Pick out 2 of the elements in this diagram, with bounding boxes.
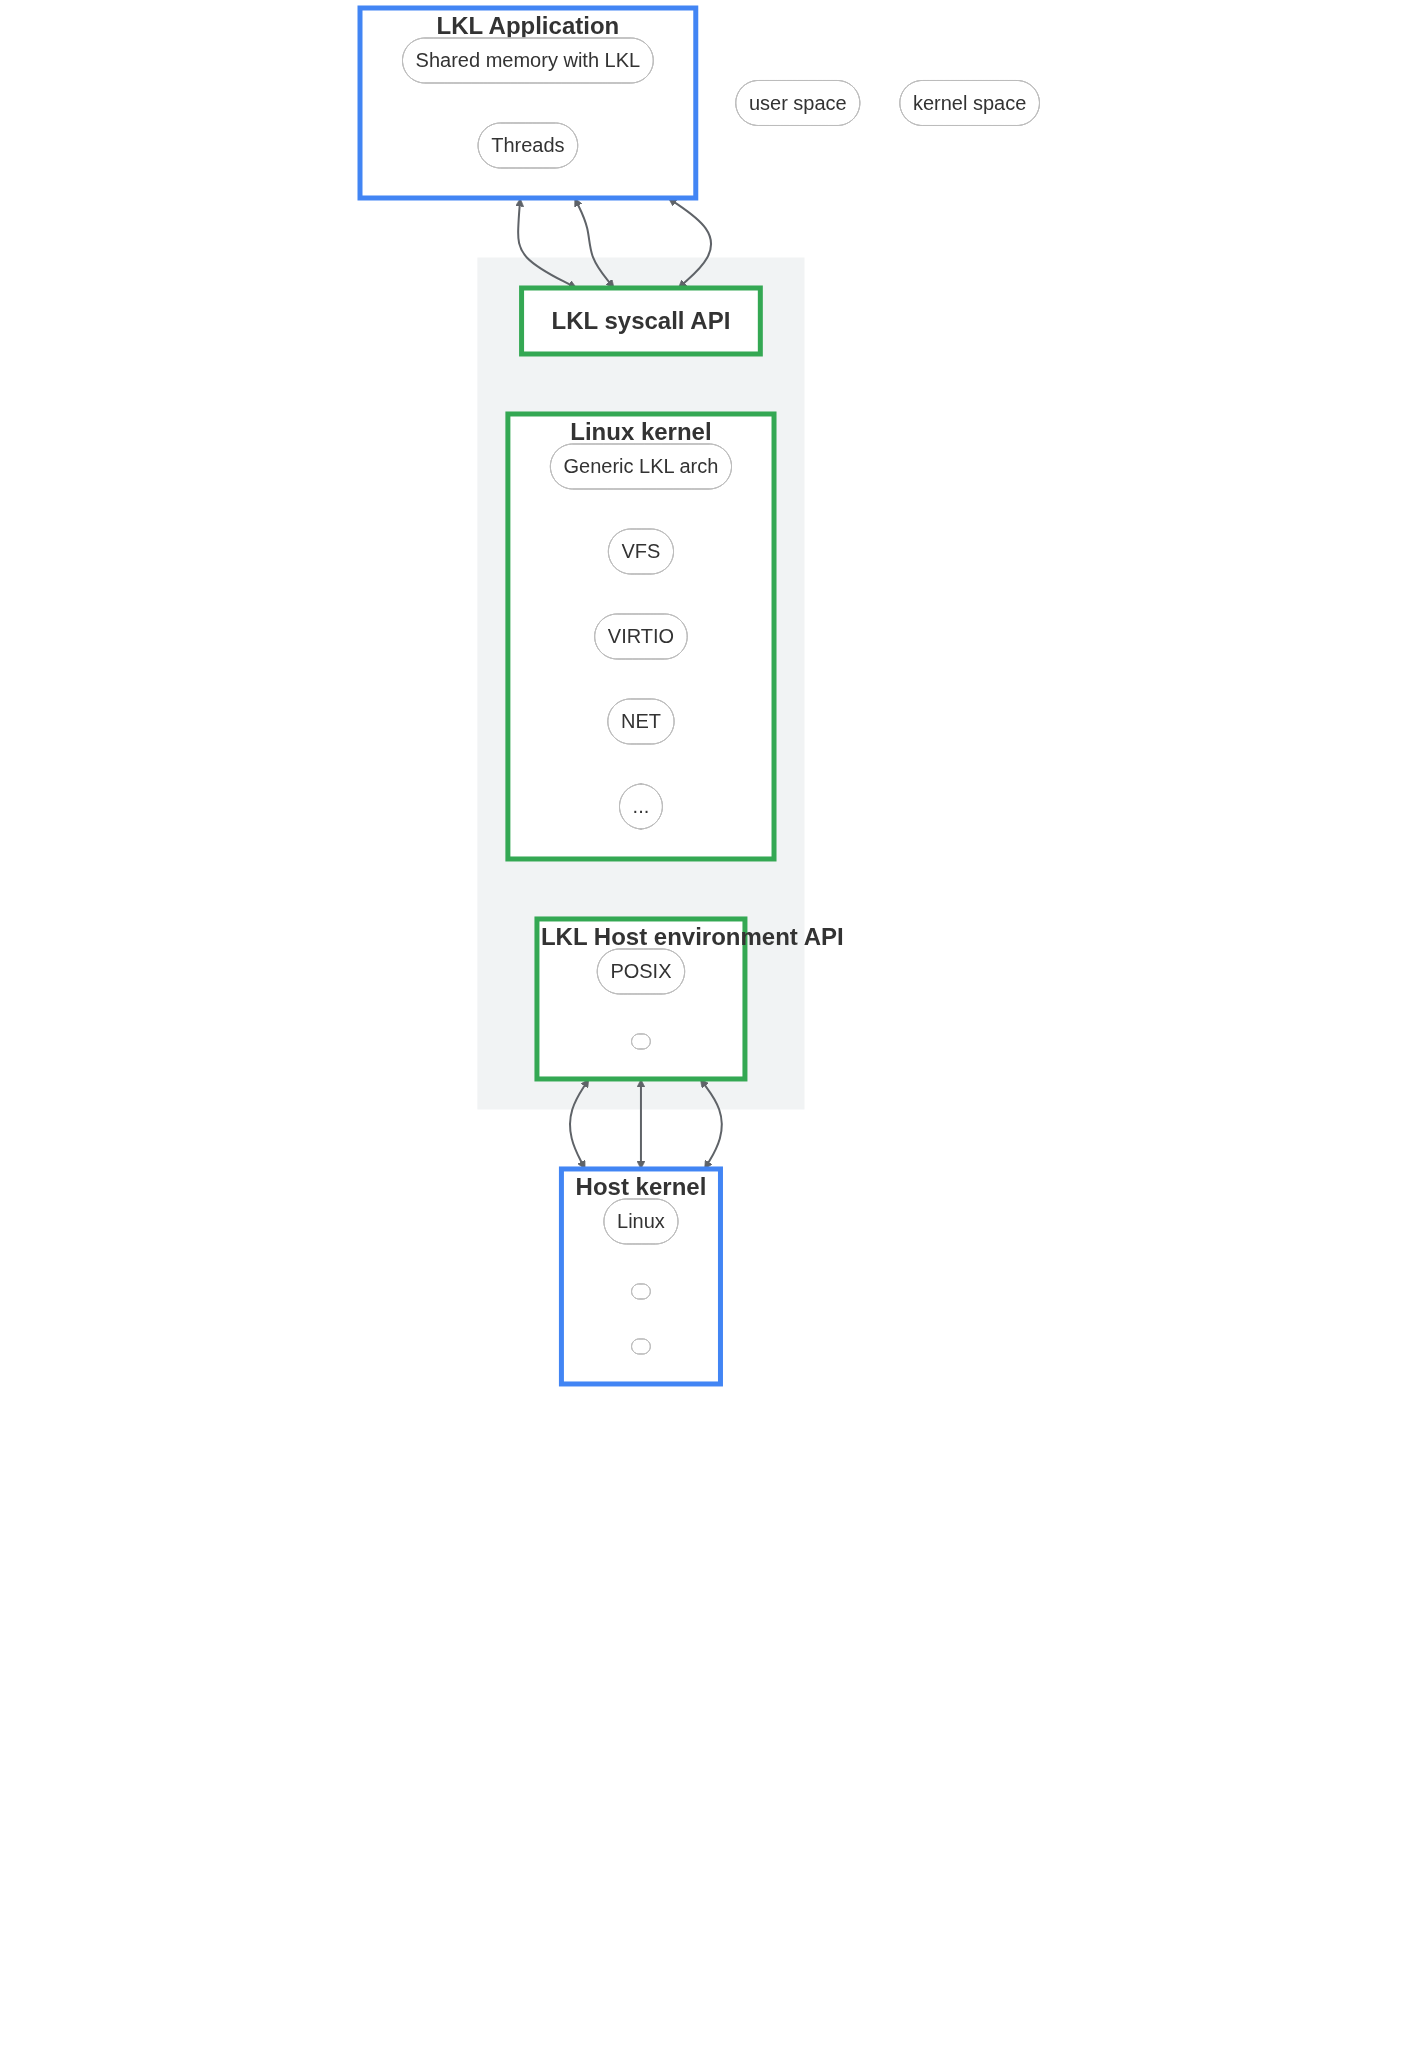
cluster (477, 257, 805, 1110)
node-box: LKL syscall API (519, 285, 764, 357)
